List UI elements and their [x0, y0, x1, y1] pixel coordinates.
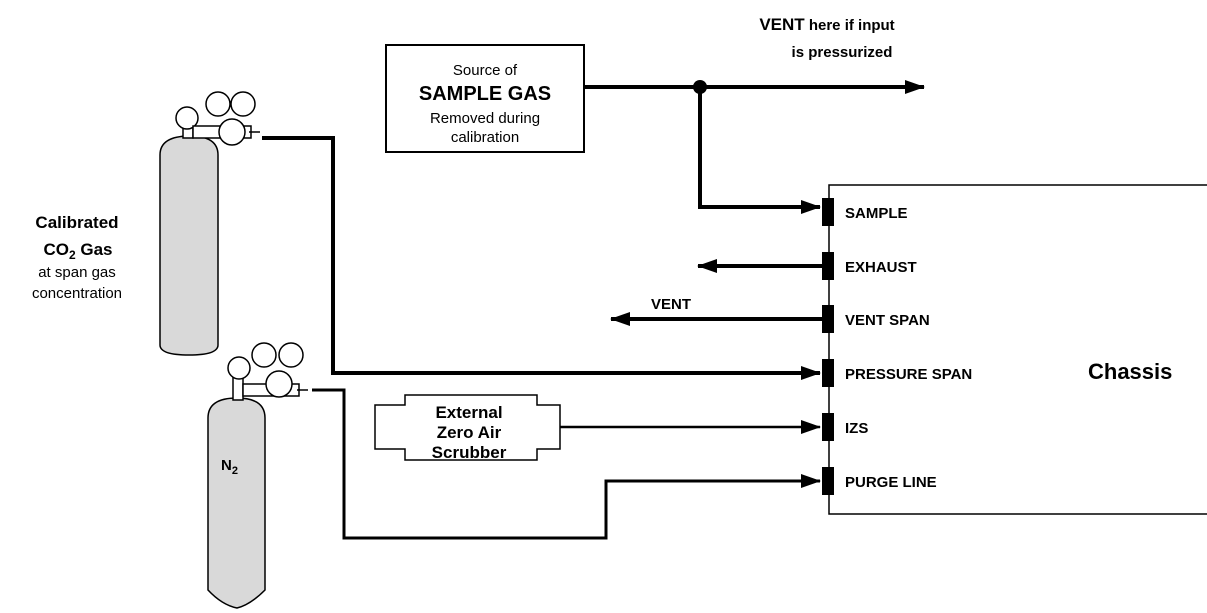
- source-box-line4: calibration: [451, 129, 519, 146]
- vent-if-pressurized-label: VENT here if input is pressurized: [759, 15, 894, 61]
- n2-subscript: 2: [232, 465, 238, 477]
- vent-pressurized-text: is pressurized: [792, 44, 893, 61]
- co2-gas-word: Gas: [76, 240, 113, 259]
- scrubber-line1: External: [435, 403, 502, 422]
- vent-span-arrow-label: VENT: [651, 296, 691, 313]
- svg-text:CO2 Gas: CO2 Gas: [43, 240, 112, 262]
- port-exhaust: EXHAUST: [822, 252, 917, 280]
- zero-air-scrubber: External Zero Air Scrubber: [374, 394, 561, 462]
- scrubber-line3: Scrubber: [432, 443, 507, 462]
- co2-label-line4: concentration: [32, 285, 122, 302]
- source-box-line1: Source of: [453, 62, 518, 79]
- port-label-pressure-span: PRESSURE SPAN: [845, 366, 972, 383]
- chassis-title: Chassis: [1088, 359, 1172, 384]
- port-label-purge-line: PURGE LINE: [845, 474, 937, 491]
- svg-text:VENT here if input: VENT here if input: [759, 15, 894, 34]
- co2-label-line1: Calibrated: [35, 213, 118, 232]
- port-vent-span: VENT SPAN: [822, 305, 930, 333]
- vent-word: VENT: [759, 15, 805, 34]
- co2-formula: CO: [43, 240, 69, 259]
- port-pressure-span: PRESSURE SPAN: [822, 359, 972, 387]
- port-label-sample: SAMPLE: [845, 205, 908, 222]
- span-gas-line: [262, 136, 821, 380]
- n2-formula: N: [221, 457, 232, 474]
- tee-junction: [693, 80, 707, 94]
- scrubber-line2: Zero Air: [437, 423, 502, 442]
- co2-subscript: 2: [69, 248, 76, 262]
- port-label-exhaust: EXHAUST: [845, 259, 917, 276]
- vent-here-text: here if input: [805, 17, 895, 34]
- purge-gas-line: [312, 388, 821, 540]
- co2-gas-cylinder: [159, 91, 260, 356]
- co2-label-line3: at span gas: [38, 264, 116, 281]
- sample-gas-source-box: Source of SAMPLE GAS Removed during cali…: [385, 44, 585, 153]
- port-purge-line: PURGE LINE: [822, 467, 937, 495]
- n2-gas-cylinder: [207, 342, 308, 609]
- sample-gas-line: [584, 80, 925, 214]
- co2-cylinder-label: Calibrated CO2 Gas at span gas concentra…: [32, 213, 122, 302]
- port-label-vent-span: VENT SPAN: [845, 312, 930, 329]
- source-box-line2: SAMPLE GAS: [419, 83, 551, 105]
- port-izs: IZS: [822, 413, 868, 441]
- n2-cylinder-label: N2: [221, 457, 238, 477]
- source-box-line3: Removed during: [430, 110, 540, 127]
- port-sample: SAMPLE: [822, 198, 908, 226]
- chassis: Chassis SAMPLE EXHAUST VENT SPAN PRESSUR…: [822, 184, 1207, 515]
- port-label-izs: IZS: [845, 420, 868, 437]
